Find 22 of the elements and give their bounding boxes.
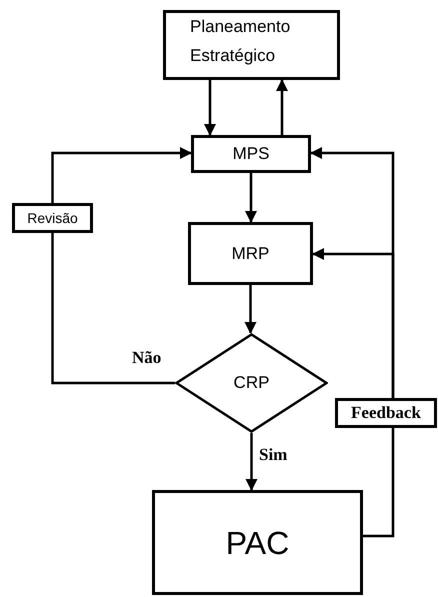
- arrow: [245, 173, 257, 223]
- node-label: PAC: [226, 524, 290, 562]
- node-label: Planeamento Estratégico: [190, 16, 292, 67]
- node-label: Feedback: [351, 402, 421, 424]
- node-label: MPS: [232, 143, 270, 166]
- arrow: [312, 248, 394, 398]
- process-box: [163, 10, 340, 80]
- edge-label: Não: [132, 349, 162, 366]
- arrow: [276, 79, 288, 135]
- process-box: [335, 398, 437, 428]
- process-box: [188, 222, 313, 285]
- node-label: CRP: [234, 372, 270, 394]
- arrow: [51, 147, 192, 203]
- arrow: [204, 80, 216, 136]
- arrow: [244, 285, 256, 334]
- edge-label: Sim: [259, 446, 288, 463]
- node-label: MRP: [232, 242, 270, 265]
- process-box: [152, 490, 363, 595]
- arrow: [246, 433, 258, 491]
- node-label: Revisão: [27, 208, 78, 228]
- process-box: [12, 203, 93, 233]
- process-box: [191, 135, 311, 173]
